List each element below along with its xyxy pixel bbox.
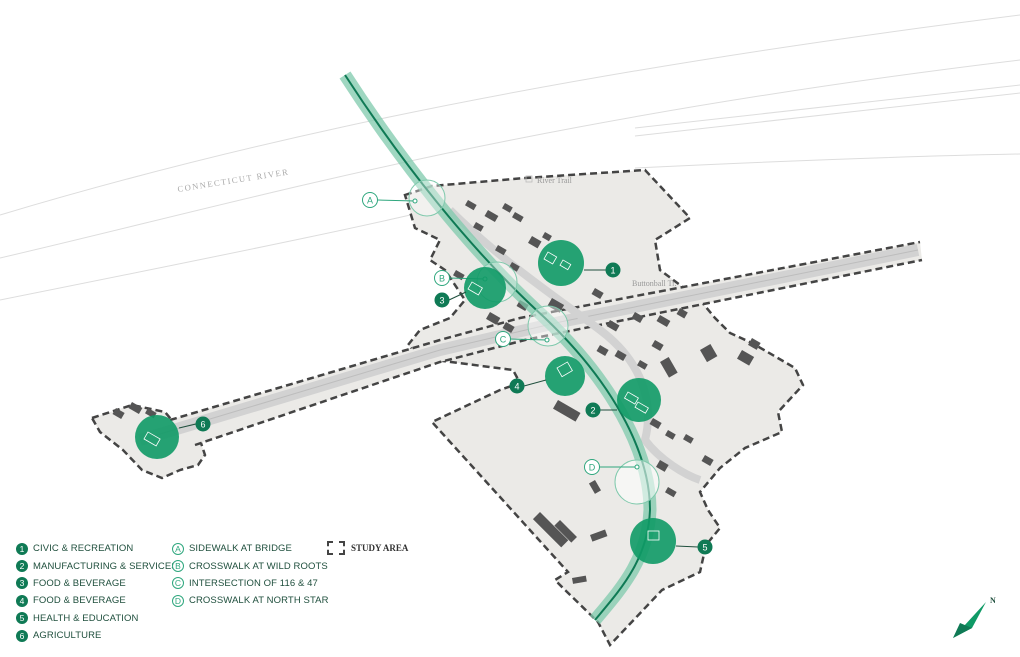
legend-badge: 6 — [16, 629, 28, 642]
trail-labels: River Trail Buttonball Tr. — [525, 175, 676, 288]
legend-row: C INTERSECTION OF 116 & 47 — [172, 575, 329, 592]
legend-badge: B — [172, 560, 184, 573]
marker-label-6: 6 — [200, 420, 205, 430]
river-trail-label: River Trail — [537, 176, 573, 185]
legend-lettered: A SIDEWALK AT BRIDGE B CROSSWALK AT WILD R… — [172, 540, 329, 610]
legend-label: FOOD & BEVERAGE — [33, 595, 126, 607]
site-circle-5[interactable] — [630, 518, 676, 564]
legend-label: FOOD & BEVERAGE — [33, 577, 126, 589]
marker-label-a: A — [367, 196, 373, 206]
site-markers: 1 2 3 4 5 6 — [135, 240, 713, 564]
legend-badge: 3 — [16, 577, 28, 590]
legend-row: 1 CIVIC & RECREATION — [16, 540, 178, 557]
site-circle-4[interactable] — [545, 356, 585, 396]
marker-label-c: C — [500, 335, 507, 345]
marker-label-1: 1 — [610, 266, 615, 276]
crossing-circle-c[interactable] — [527, 305, 569, 347]
legend-row: 4 FOOD & BEVERAGE — [16, 592, 178, 609]
marker-label-2: 2 — [590, 406, 595, 416]
marker-label-d: D — [589, 463, 596, 473]
legend-label: INTERSECTION OF 116 & 47 — [189, 577, 318, 589]
legend-row: A SIDEWALK AT BRIDGE — [172, 540, 329, 557]
legend-row: D CROSSWALK AT NORTH STAR — [172, 592, 329, 609]
legend-row: 6 AGRICULTURE — [16, 627, 178, 644]
legend-label: CIVIC & RECREATION — [33, 543, 134, 555]
legend-badge: D — [172, 594, 184, 607]
legend-badge: 5 — [16, 612, 28, 625]
marker-label-3: 3 — [439, 296, 444, 306]
marker-label-b: B — [439, 274, 445, 284]
crossing-circle-a[interactable] — [408, 179, 446, 217]
crossing-circle-d[interactable] — [614, 459, 660, 505]
legend-row: 5 HEALTH & EDUCATION — [16, 610, 178, 627]
marker-label-4: 4 — [514, 382, 519, 392]
legend-label: AGRICULTURE — [33, 630, 102, 642]
legend-badge: C — [172, 577, 184, 590]
legend-numbered: 1 CIVIC & RECREATION 2 MANUFACTURING & SER… — [16, 540, 178, 644]
site-circle-2[interactable] — [617, 378, 661, 422]
legend-row: B CROSSWALK AT WILD ROOTS — [172, 557, 329, 574]
buildings — [112, 200, 761, 584]
legend-label: CROSSWALK AT NORTH STAR — [189, 595, 329, 607]
legend-label: HEALTH & EDUCATION — [33, 612, 139, 624]
legend-badge: 2 — [16, 560, 28, 573]
river-outlines — [0, 14, 1020, 301]
site-circle-3[interactable] — [464, 267, 506, 309]
marker-label-5: 5 — [702, 543, 707, 553]
buttonball-trail-label: Buttonball Tr. — [632, 279, 676, 288]
north-label: N — [990, 596, 996, 605]
legend-label: CROSSWALK AT WILD ROOTS — [189, 560, 328, 572]
legend-label: MANUFACTURING & SERVICES — [33, 560, 178, 572]
legend-label: SIDEWALK AT BRIDGE — [189, 543, 292, 555]
legend-badge: 4 — [16, 594, 28, 607]
legend-row: 2 MANUFACTURING & SERVICES — [16, 557, 178, 574]
legend-badge: 1 — [16, 542, 28, 555]
river-label: CONNECTICUT RIVER — [177, 166, 290, 194]
legend-badge: A — [172, 542, 184, 555]
north-arrow-icon: N — [953, 596, 996, 638]
study-area-label: STUDY AREA — [351, 543, 409, 553]
legend-study-area: STUDY AREA — [327, 541, 408, 555]
legend-row: 3 FOOD & BEVERAGE — [16, 575, 178, 592]
study-area-swatch — [327, 541, 345, 555]
